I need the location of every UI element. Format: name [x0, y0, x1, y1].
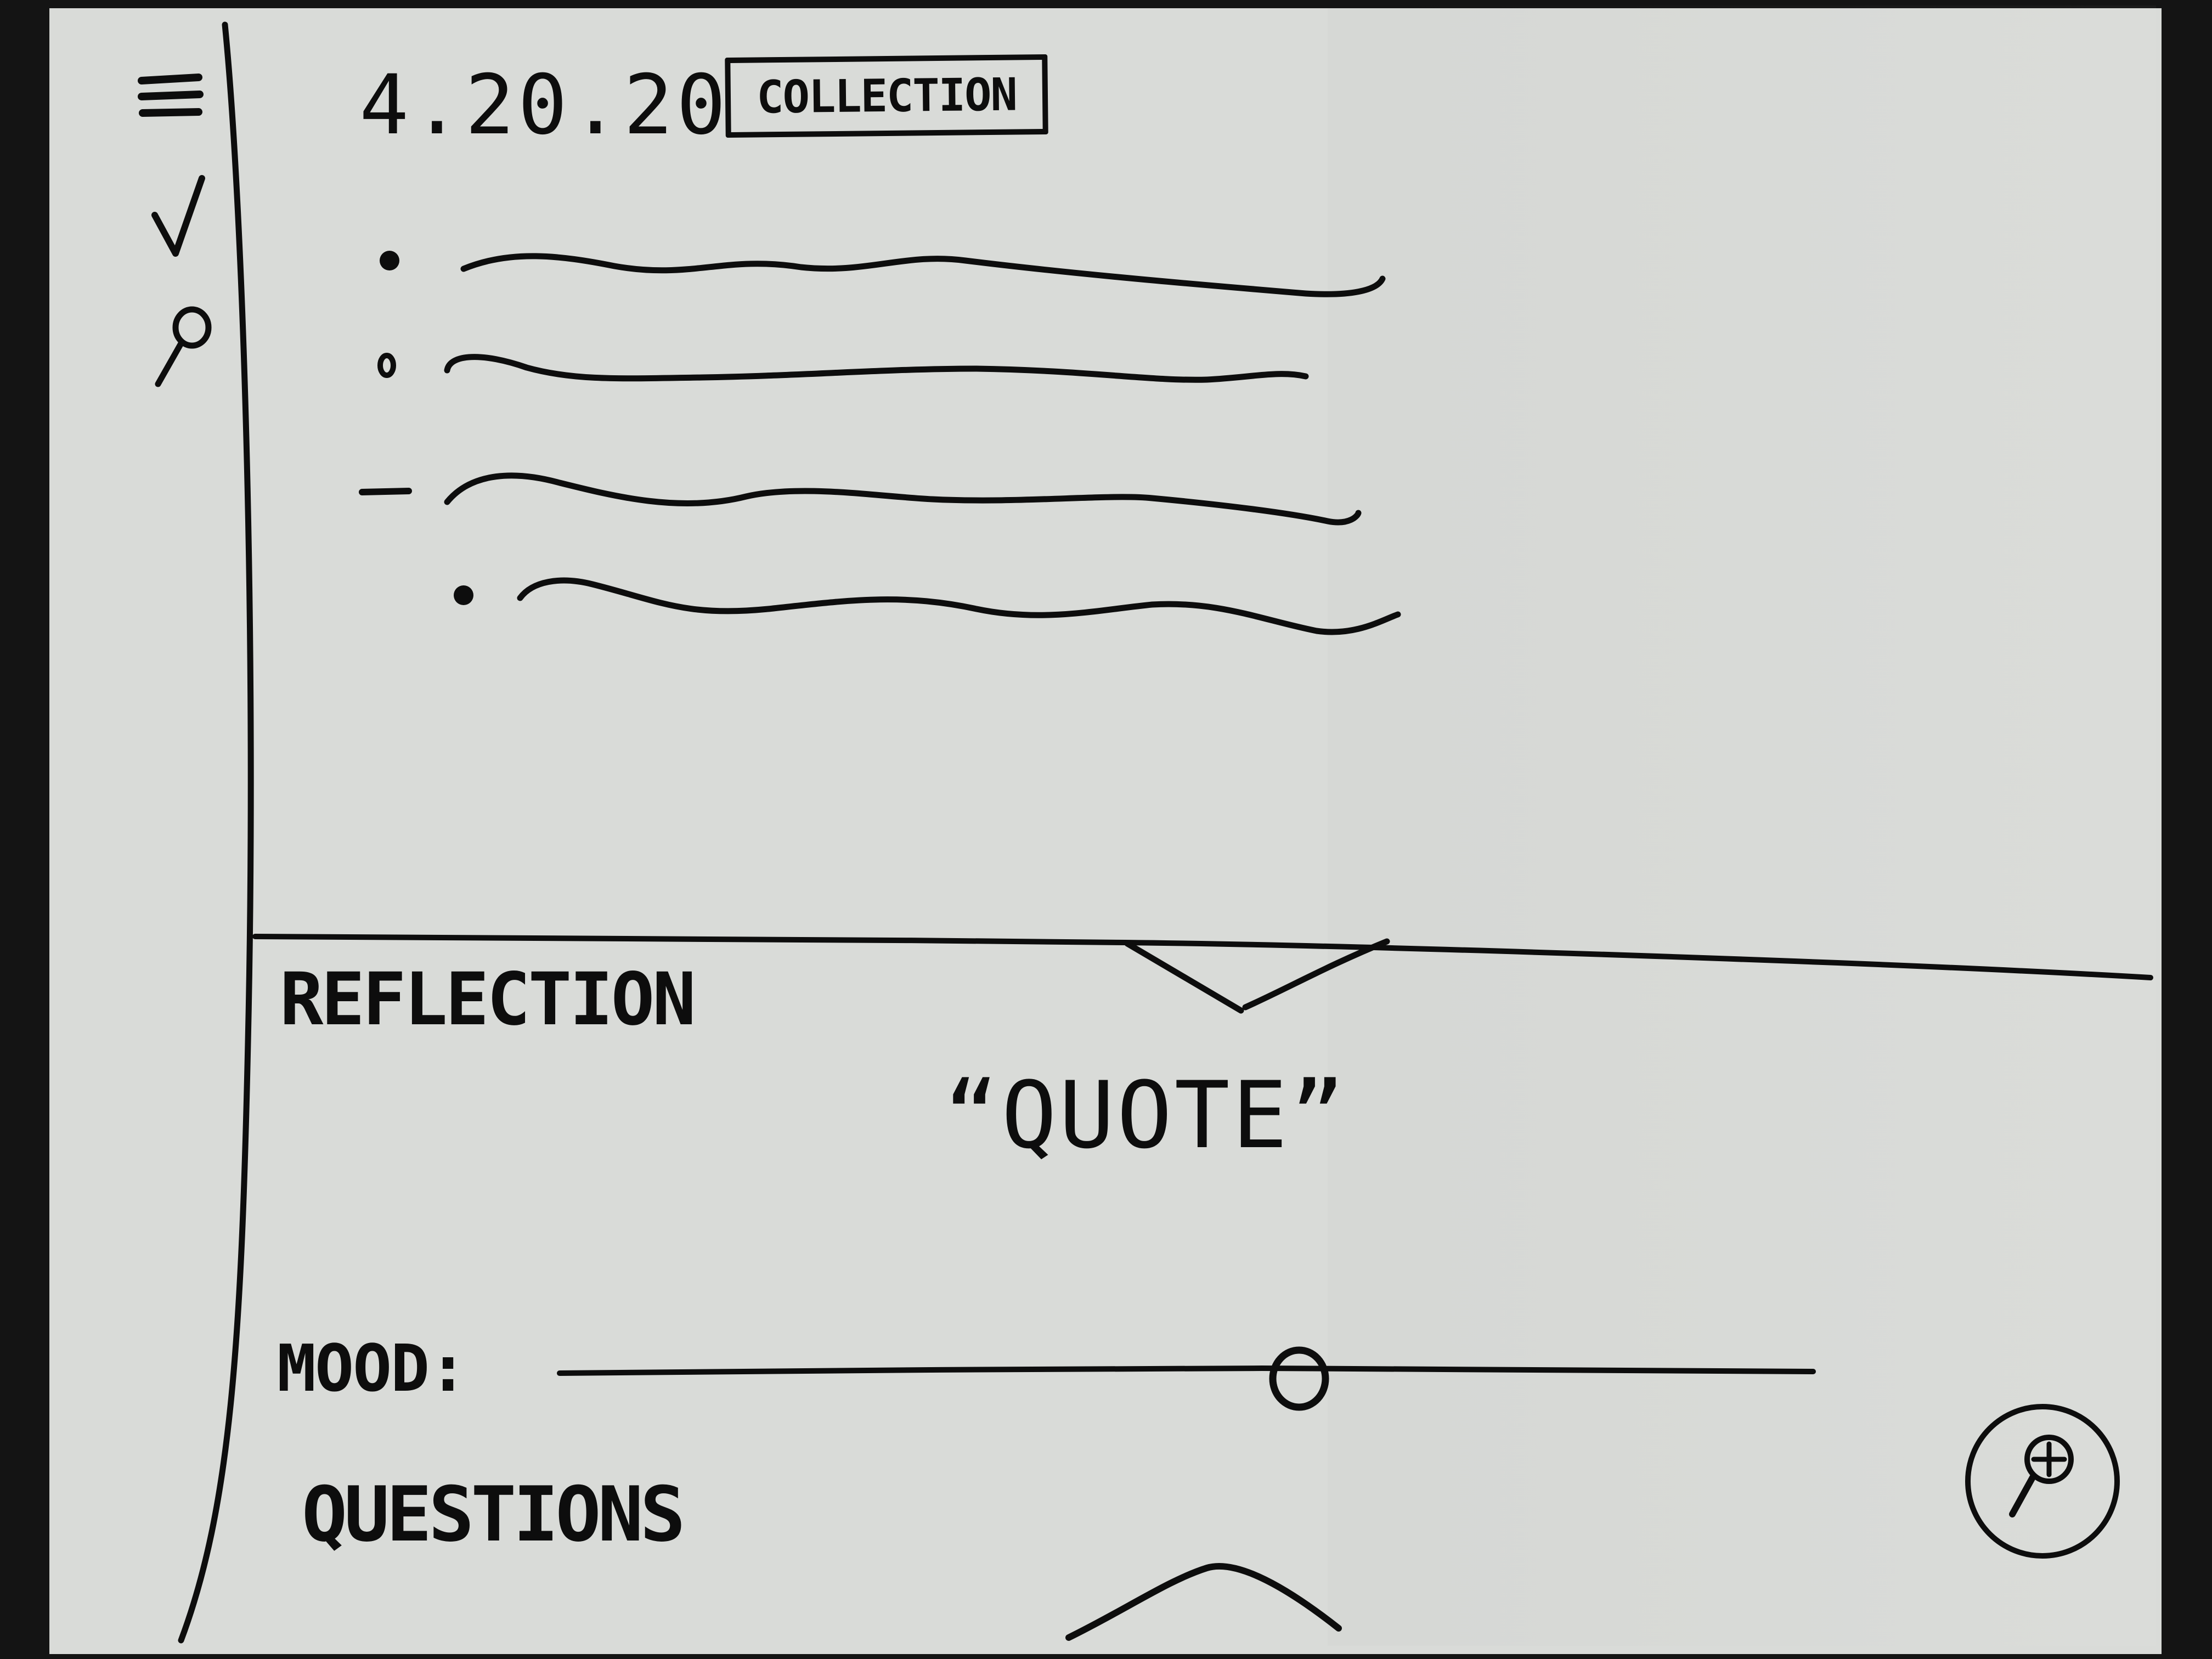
list-item-line — [460, 253, 1386, 297]
collection-button[interactable]: COLLECTION — [725, 54, 1048, 138]
search-icon[interactable] — [148, 296, 219, 395]
bullet-list — [359, 251, 1401, 635]
chevron-up-icon[interactable] — [1059, 1558, 1350, 1651]
quote-text: “QUOTE” — [944, 1062, 1348, 1169]
bullet-dash — [359, 488, 412, 495]
mood-slider-track — [557, 1365, 1816, 1376]
mood-label: MOOD: — [277, 1330, 467, 1406]
list-item[interactable] — [359, 472, 1362, 526]
mood-slider[interactable] — [557, 1346, 1816, 1411]
chevron-down-icon[interactable] — [1119, 933, 1393, 1020]
menu-icon[interactable] — [132, 66, 208, 132]
sidebar-divider — [178, 21, 254, 1644]
checkmark-icon[interactable] — [143, 170, 219, 263]
fab-circle — [1965, 1404, 2120, 1559]
bullet-circle — [377, 353, 396, 378]
bullet-dot — [454, 585, 473, 605]
list-item[interactable] — [380, 251, 1386, 297]
mood-slider-thumb[interactable] — [1269, 1346, 1329, 1411]
bullet-dot — [380, 251, 399, 270]
list-item[interactable] — [377, 353, 1309, 383]
search-plus-icon — [2009, 1435, 2074, 1517]
bottom-sheet-divider — [252, 934, 2153, 980]
reflection-title: REFLECTION — [280, 957, 696, 1042]
page-date: 4.20.20 — [359, 58, 730, 153]
list-item[interactable] — [454, 577, 1401, 635]
list-item-line — [517, 577, 1401, 635]
questions-title[interactable]: QUESTIONS — [302, 1470, 686, 1559]
list-item-line — [444, 354, 1309, 383]
paper-background — [49, 8, 2162, 1654]
list-item-line — [444, 472, 1362, 526]
add-search-button[interactable] — [1965, 1404, 2120, 1559]
